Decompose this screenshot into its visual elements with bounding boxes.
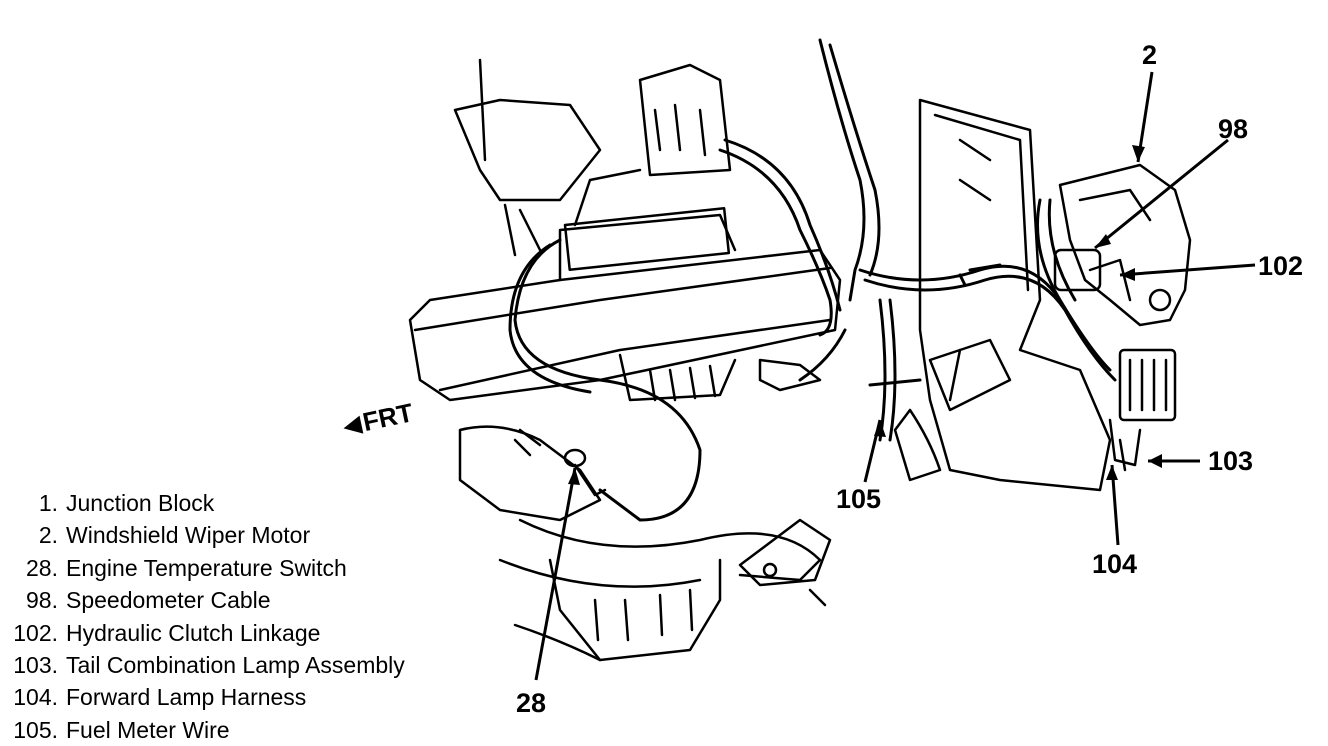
legend-item: 28. Engine Temperature Switch (0, 552, 405, 584)
lamp-connector-drawing (1108, 348, 1177, 472)
legend-item: 98. Speedometer Cable (0, 584, 405, 616)
temperature-switch-drawing (563, 448, 607, 497)
legend-item: 2. Windshield Wiper Motor (0, 519, 405, 551)
callout-leader-lines (534, 71, 1256, 681)
callout-105: 105 (836, 484, 882, 514)
legend-number: 103. (13, 652, 58, 679)
callout-98: 98 (1218, 114, 1249, 144)
callout-103: 103 (1208, 446, 1254, 476)
legend-number: 98. (26, 587, 58, 614)
legend-number: 28. (26, 554, 58, 581)
legend-text: Junction Block (66, 490, 215, 516)
legend-text: Windshield Wiper Motor (66, 522, 311, 549)
legend-item: 102. Hydraulic Clutch Linkage (0, 617, 405, 649)
legend-item: 105. Fuel Meter Wire (0, 714, 405, 746)
callout-arrowheads (568, 145, 1162, 485)
callout-102: 102 (1258, 251, 1304, 281)
legend-text: Engine Temperature Switch (66, 554, 347, 581)
legend-number: 2. (38, 522, 58, 549)
callout-104: 104 (1092, 549, 1138, 579)
legend-number: 102. (13, 619, 58, 646)
legend-text: Fuel Meter Wire (66, 716, 230, 743)
engine-block-drawing (408, 58, 842, 402)
legend-text: Forward Lamp Harness (66, 684, 307, 711)
legend-number: 1. (38, 490, 58, 516)
oil-pan-drawing (513, 558, 722, 662)
parts-legend: 1. Junction Block 2. Windshield Wiper Moto… (0, 487, 405, 746)
legend-item: 1. Junction Block (0, 487, 405, 519)
legend-item: 103. Tail Combination Lamp Assembly (0, 649, 405, 681)
legend-text: Tail Combination Lamp Assembly (66, 652, 405, 679)
callout-28: 28 (516, 688, 547, 718)
exhaust-manifold-drawing (458, 425, 832, 607)
firewall-panel-drawing (918, 98, 1112, 492)
clutch-cylinder-drawing (893, 338, 1012, 482)
legend-text: Speedometer Cable (66, 587, 271, 614)
legend-item: 104. Forward Lamp Harness (0, 681, 405, 713)
wiring-harness-drawing (508, 38, 1117, 522)
callout-2: 2 (1142, 40, 1158, 70)
legend-number: 104. (13, 684, 58, 711)
legend-number: 105. (13, 716, 58, 743)
legend-text: Hydraulic Clutch Linkage (66, 619, 321, 646)
